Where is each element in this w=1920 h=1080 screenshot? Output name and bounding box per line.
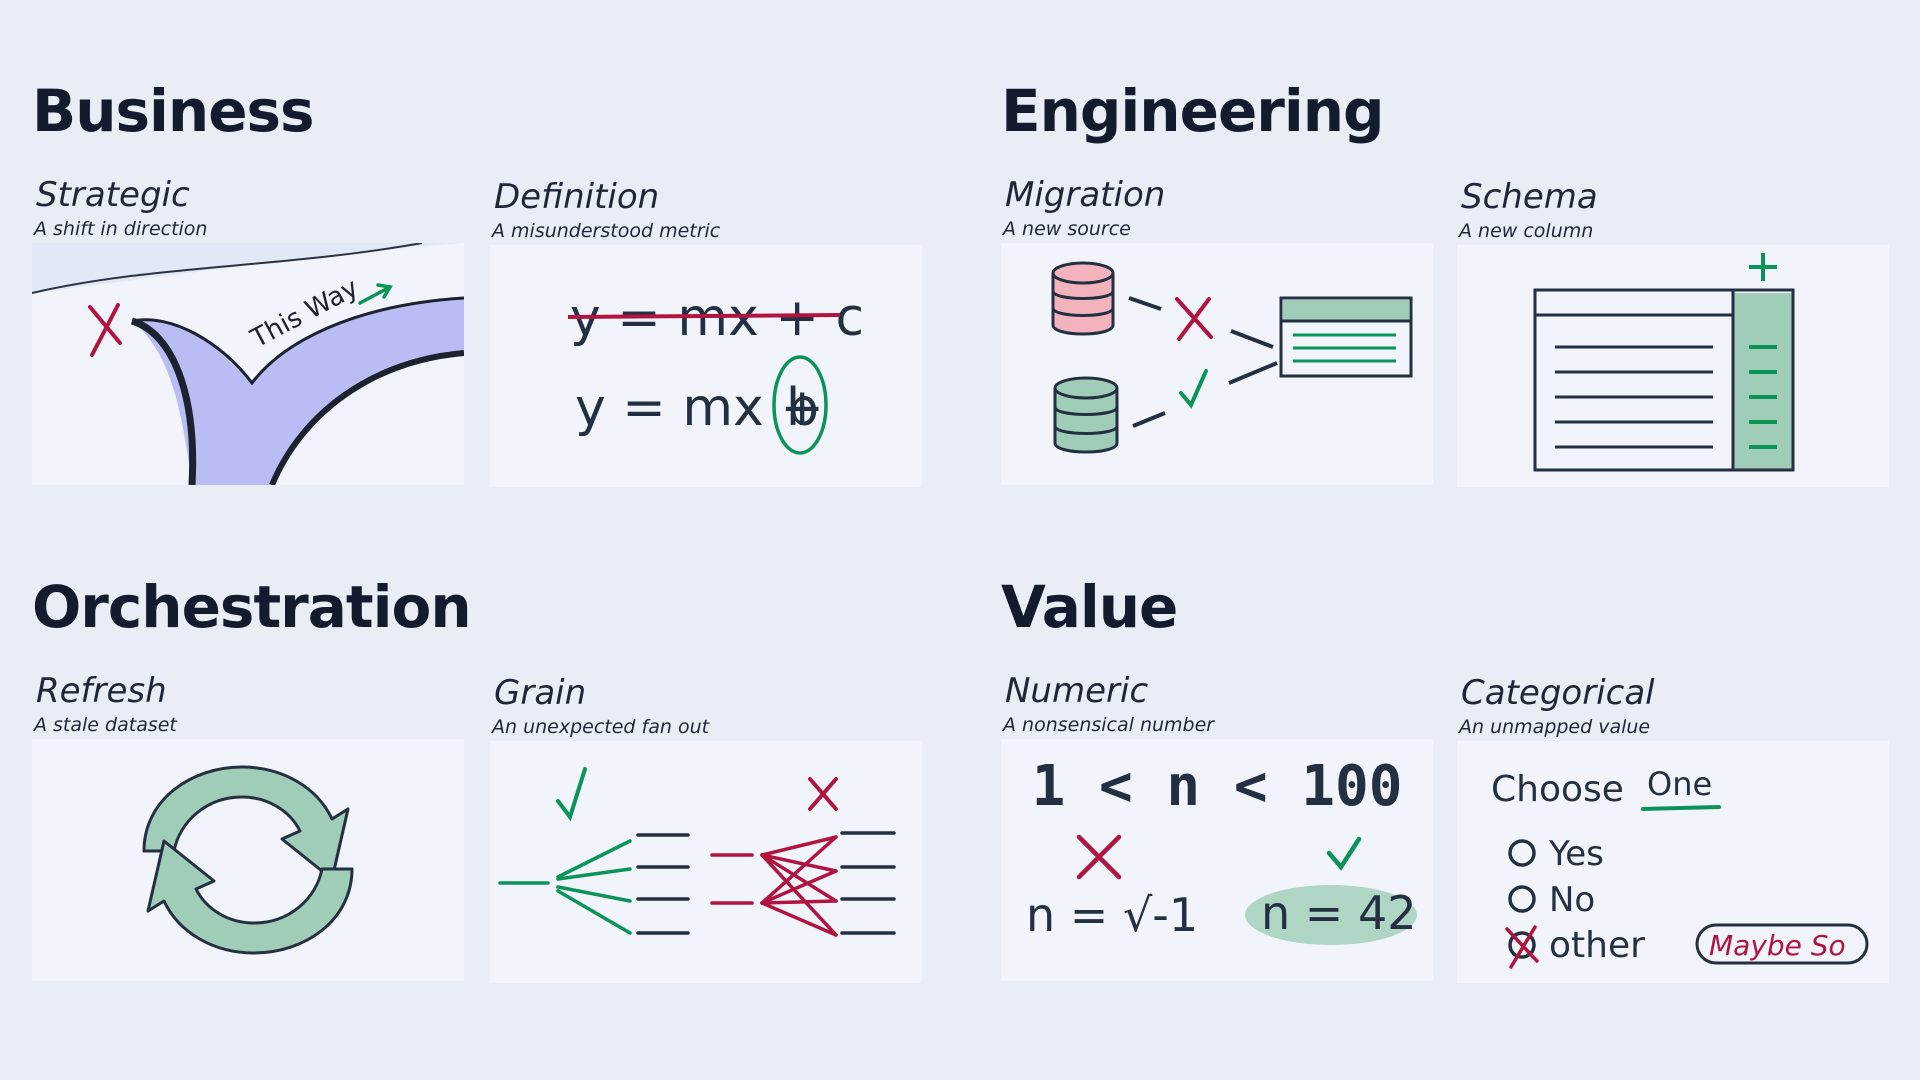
option-no: No xyxy=(1549,880,1595,920)
card-subtitle: An unexpected fan out xyxy=(492,716,710,738)
selected-mark-icon xyxy=(1505,925,1539,969)
card-subtitle: An unmapped value xyxy=(1459,716,1651,738)
success-link-check-icon xyxy=(1179,369,1208,409)
card-title: Categorical xyxy=(1461,673,1655,713)
section-title-business: Business xyxy=(32,77,315,145)
definition-illustration: y = mx + c y = mx + b xyxy=(490,245,922,487)
correct-fanout-check-icon xyxy=(556,767,587,822)
radio-other-icon xyxy=(1508,931,1536,959)
question-emphasis: One xyxy=(1647,765,1712,803)
card-strategic: Strategic A shift in direction This Way xyxy=(32,175,464,485)
migration-illustration xyxy=(1001,243,1433,485)
section-title-engineering: Engineering xyxy=(1001,77,1385,145)
option-yes: Yes xyxy=(1548,834,1604,874)
question-prefix: Choose xyxy=(1491,769,1624,810)
card-grain: Grain An unexpected fan out xyxy=(490,673,922,983)
categorical-illustration: Choose One Yes No other Maybe So xyxy=(1457,741,1889,983)
card-definition: Definition A misunderstood metric y = mx… xyxy=(490,177,922,487)
invalid-value: n = √-1 xyxy=(1026,888,1198,942)
other-text-field xyxy=(1695,923,1869,965)
valid-value: n = 42 xyxy=(1261,886,1416,940)
card-schema: Schema A new column xyxy=(1457,177,1889,487)
card-title: Migration xyxy=(1005,175,1166,215)
card-title: Numeric xyxy=(1005,671,1149,711)
grain-illustration xyxy=(490,741,922,983)
card-subtitle: A stale dataset xyxy=(34,714,177,736)
schema-illustration xyxy=(1457,245,1889,487)
target-table-icon xyxy=(1279,296,1413,378)
numeric-illustration: 1 < n < 100 n = √-1 n = 42 xyxy=(1001,739,1433,981)
card-title: Schema xyxy=(1461,177,1598,217)
section-title-value: Value xyxy=(1001,573,1178,641)
invalid-value-x-icon xyxy=(1076,834,1122,880)
new-database-icon xyxy=(1053,376,1119,454)
radio-yes-icon xyxy=(1508,839,1536,867)
card-subtitle: A nonsensical number xyxy=(1003,714,1215,736)
highlight-circle-icon xyxy=(772,355,828,455)
strategic-illustration: This Way xyxy=(32,243,464,485)
wrong-way-x-icon xyxy=(88,303,122,357)
incorrect-fanout-x-icon xyxy=(808,777,838,811)
table-new-column-icon xyxy=(1533,253,1795,472)
card-title: Strategic xyxy=(36,175,190,215)
card-categorical: Categorical An unmapped value Choose One… xyxy=(1457,673,1889,983)
valid-range: 1 < n < 100 xyxy=(1032,754,1403,819)
card-numeric: Numeric A nonsensical number 1 < n < 100… xyxy=(1001,671,1433,981)
refresh-cycle-icon xyxy=(142,765,354,955)
option-other: other xyxy=(1549,925,1645,966)
card-refresh: Refresh A stale dataset xyxy=(32,671,464,981)
card-title: Grain xyxy=(494,673,587,713)
card-subtitle: A misunderstood metric xyxy=(492,220,721,242)
radio-no-icon xyxy=(1508,885,1536,913)
card-subtitle: A shift in direction xyxy=(34,218,208,240)
refresh-illustration xyxy=(32,739,464,981)
card-subtitle: A new column xyxy=(1459,220,1594,242)
card-title: Refresh xyxy=(36,671,167,711)
card-subtitle: A new source xyxy=(1003,218,1131,240)
add-icon xyxy=(1749,253,1777,281)
card-migration: Migration A new source xyxy=(1001,175,1433,485)
strike-through-line xyxy=(567,313,841,319)
failed-link-x-icon xyxy=(1175,297,1213,341)
valid-value-check-icon xyxy=(1326,836,1362,871)
old-database-icon xyxy=(1051,261,1115,336)
card-title: Definition xyxy=(494,177,660,217)
section-title-orchestration: Orchestration xyxy=(32,573,472,641)
right-formula: y = mx + xyxy=(575,378,824,438)
fork-road-icon: This Way xyxy=(32,243,464,485)
direction-arrow-icon xyxy=(358,283,393,305)
other-freeform-value: Maybe So xyxy=(1709,929,1846,962)
highlighted-term: b xyxy=(786,378,819,438)
